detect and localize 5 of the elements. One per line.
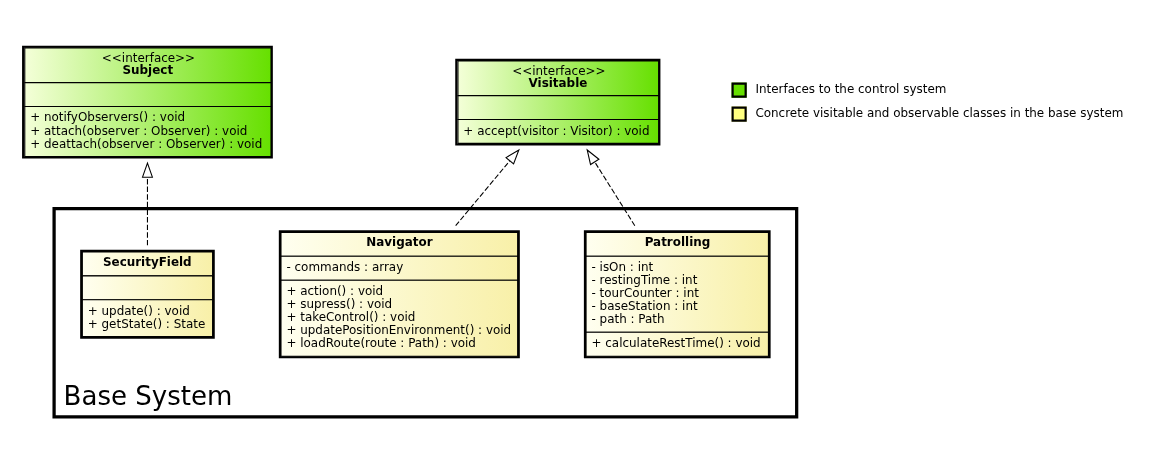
- legend-label: Interfaces to the control system: [755, 81, 947, 96]
- legend-label: Concrete visitable and observable classes in the base system: [755, 105, 1124, 120]
- arrow: [586, 148, 636, 226]
- arrow: [141, 160, 154, 246]
- arrow: [455, 148, 520, 226]
